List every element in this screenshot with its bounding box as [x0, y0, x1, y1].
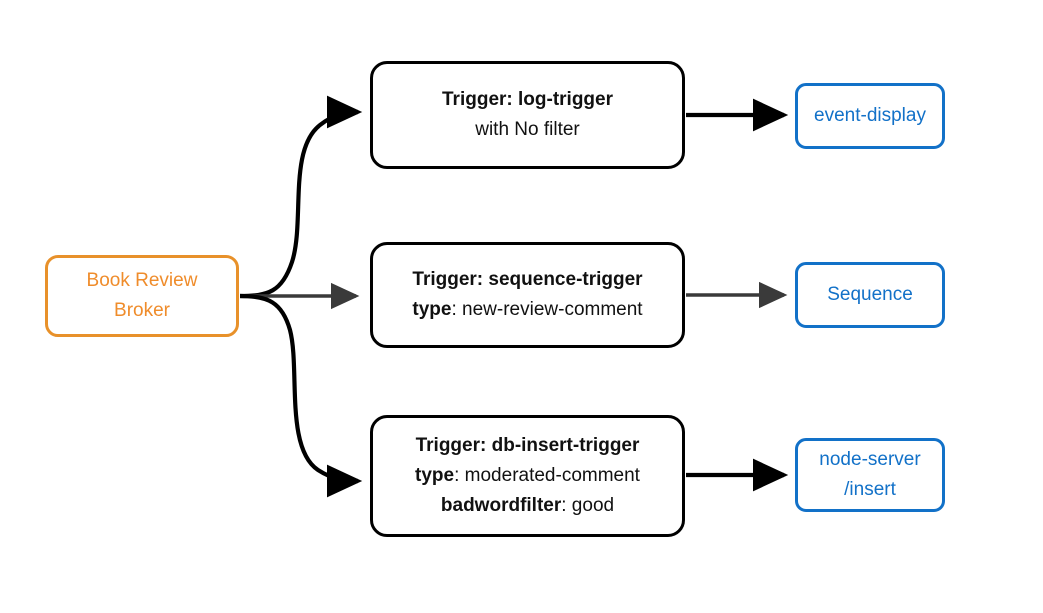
node-trigger-db-insert-trigger[interactable]: Trigger: db-insert-trigger type: moderat… — [370, 415, 685, 537]
log-trigger-title: Trigger: log-trigger — [442, 89, 613, 110]
db-insert-trigger-type-value: : moderated-comment — [454, 465, 640, 486]
edge-broker-to-log-trigger — [239, 95, 363, 299]
broker-label-line-2: Broker — [114, 300, 170, 321]
db-insert-trigger-type-line: type: moderated-comment — [415, 461, 640, 491]
log-trigger-filter-value: with No filter — [475, 119, 580, 140]
node-trigger-log-trigger[interactable]: Trigger: log-trigger with No filter — [370, 61, 685, 169]
broker-label-line-1: Book Review — [86, 270, 198, 291]
sequence-trigger-title: Trigger: sequence-trigger — [412, 269, 643, 290]
node-sink-node-server-insert[interactable]: node-server /insert — [795, 438, 945, 512]
node-server-label-line-2: /insert — [844, 479, 896, 500]
node-trigger-sequence-trigger[interactable]: Trigger: sequence-trigger type: new-revi… — [370, 242, 685, 348]
sequence-label: Sequence — [827, 284, 913, 305]
node-server-label-line-1: node-server — [819, 449, 921, 470]
node-sink-sequence[interactable]: Sequence — [795, 262, 945, 328]
db-insert-trigger-title: Trigger: db-insert-trigger — [415, 435, 640, 456]
db-insert-trigger-badwordfilter-key: badwordfilter — [440, 495, 562, 516]
log-trigger-filter-line: with No filter — [475, 115, 580, 145]
event-display-label: event-display — [814, 105, 926, 126]
node-book-review-broker[interactable]: Book Review Broker — [45, 255, 239, 337]
sequence-trigger-type-key: type — [412, 299, 452, 320]
db-insert-trigger-badwordfilter-line: badwordfilter: good — [441, 491, 614, 521]
db-insert-trigger-type-key: type — [415, 465, 455, 486]
node-sink-event-display[interactable]: event-display — [795, 83, 945, 149]
db-insert-trigger-badwordfilter-value: : good — [561, 495, 615, 516]
sequence-trigger-type-value: : new-review-comment — [451, 299, 643, 320]
sequence-trigger-type-line: type: new-review-comment — [412, 295, 642, 325]
edge-broker-to-db-insert-trigger — [239, 293, 363, 498]
